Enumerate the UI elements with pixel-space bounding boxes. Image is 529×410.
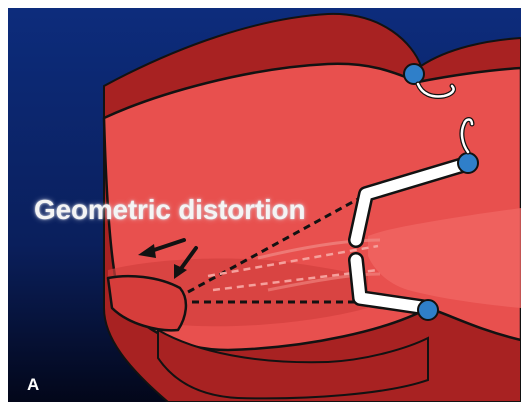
staple-top (404, 64, 424, 84)
staple-bottom (418, 300, 438, 320)
staple-right (458, 153, 478, 173)
panel-label: A (27, 375, 39, 395)
annotation-label: Geometric distortion (34, 194, 305, 226)
distortion-diagram: Geometric distortion A (8, 8, 521, 402)
